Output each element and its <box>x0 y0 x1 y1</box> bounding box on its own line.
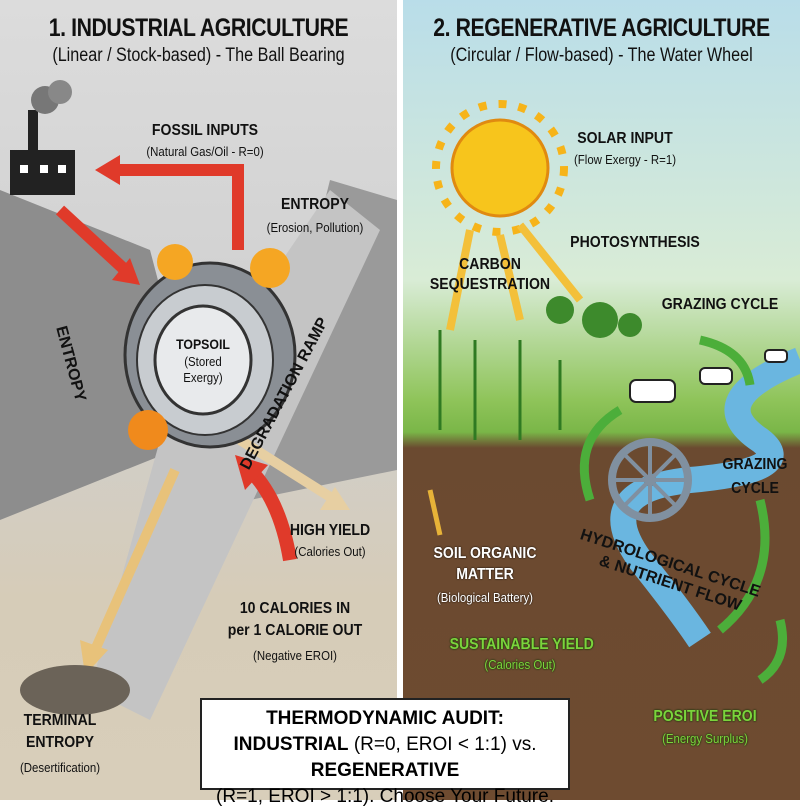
regenerative-title: 2. REGENERATIVE AGRICULTURE <box>433 14 770 42</box>
high-yield-arrow <box>237 435 338 505</box>
fossil-input-arrow <box>110 164 244 250</box>
matter-label: MATTER <box>456 566 514 583</box>
terminal-entropy-label: ENTROPY <box>25 734 95 751</box>
fossil-inputs-label: FOSSIL INPUTS <box>151 122 259 139</box>
terminal-label: TERMINAL <box>23 712 97 729</box>
calories-out-label: per 1 CALORIE OUT <box>227 622 363 639</box>
sun-icon <box>432 100 568 236</box>
industrial-title: 1. INDUSTRIAL AGRICULTURE <box>48 14 349 42</box>
arrowhead <box>112 258 140 285</box>
negative-eroi-label: (Negative EROI) <box>253 648 337 663</box>
soil-arrow <box>427 489 443 536</box>
trees <box>546 296 642 338</box>
cracked-ground <box>20 665 130 715</box>
water-wheel-icon <box>608 438 692 522</box>
biological-battery-label: (Biological Battery) <box>436 590 534 605</box>
solar-input-label: SOLAR INPUT <box>577 130 673 147</box>
cycle-label: CYCLE <box>731 480 779 497</box>
sun-rays-arrows <box>446 222 584 331</box>
banner-regenerative: REGENERATIVE <box>310 760 460 781</box>
topsoil-sub2: Exergy) <box>183 370 223 385</box>
green-cycle-arrows <box>579 335 787 684</box>
grazing-label: GRAZING <box>722 456 788 473</box>
solar-input-sub: (Flow Exergy - R=1) <box>573 152 677 167</box>
soil-organic-label: SOIL ORGANIC <box>433 545 537 562</box>
arrowhead <box>235 455 268 490</box>
carbon-label: CARBON <box>459 256 521 273</box>
banner-industrial-detail: (R=0, EROI < 1:1) vs. <box>353 734 537 755</box>
topsoil-sub1: (Stored <box>184 354 222 369</box>
fossil-inputs-sub: (Natural Gas/Oil - R=0) <box>146 144 264 159</box>
explosion-icon <box>128 244 290 450</box>
crop-plants <box>438 330 562 440</box>
desertification-label: (Desertification) <box>19 760 101 775</box>
entropy-top-label: ENTROPY <box>280 196 350 213</box>
topsoil-label: TOPSOIL <box>176 336 230 352</box>
sustainable-yield-label: SUSTAINABLE YIELD <box>449 636 594 653</box>
arrowhead <box>320 487 350 510</box>
terminal-entropy-arrow <box>90 467 180 653</box>
banner-title: THERMODYNAMIC AUDIT: <box>266 708 504 729</box>
positive-eroi-label: POSITIVE EROI <box>653 708 757 725</box>
cows-icon <box>629 349 788 403</box>
high-yield-sub: (Calories Out) <box>294 544 366 559</box>
industrial-subtitle: (Linear / Stock-based) - The Ball Bearin… <box>52 45 345 66</box>
sequestration-label: SEQUESTRATION <box>429 276 551 293</box>
banner-regenerative-detail: (R=1, EROI > 1:1). Choose Your Future. <box>216 786 554 807</box>
red-arrow-in <box>55 205 130 275</box>
photosynthesis-label: PHOTOSYNTHESIS <box>570 234 700 251</box>
entropy-top-sub: (Erosion, Pollution) <box>266 220 364 235</box>
ball-bearing-icon <box>123 261 297 449</box>
sustainable-yield-sub: (Calories Out) <box>484 657 556 672</box>
regenerative-subtitle: (Circular / Flow-based) - The Water Whee… <box>450 45 753 66</box>
banner-industrial: INDUSTRIAL <box>233 734 349 755</box>
thermodynamic-audit-banner: THERMODYNAMIC AUDIT: INDUSTRIAL (R=0, ER… <box>200 698 570 807</box>
energy-surplus-label: (Energy Surplus) <box>662 731 748 746</box>
grazing-cycle-top-label: GRAZING CYCLE <box>661 296 779 313</box>
high-yield-label: HIGH YIELD <box>289 522 371 539</box>
calories-in-label: 10 CALORIES IN <box>239 600 351 617</box>
arrowhead <box>95 155 120 185</box>
factory-icon <box>10 80 75 195</box>
